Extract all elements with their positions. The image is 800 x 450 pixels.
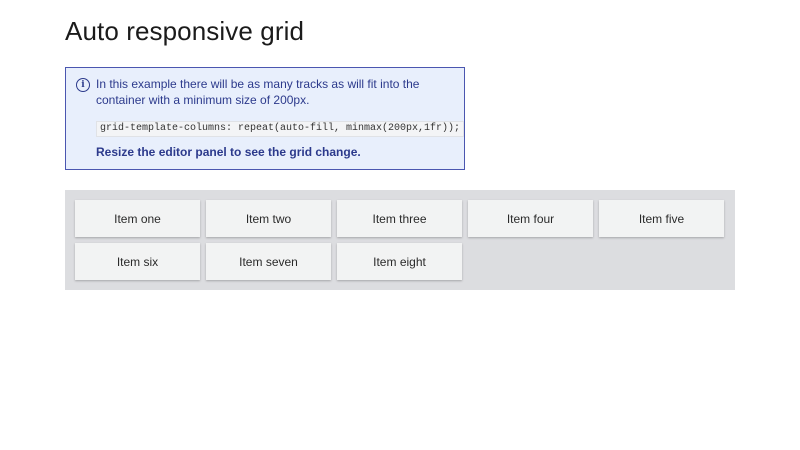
code-snippet: grid-template-columns: repeat(auto-fill,… xyxy=(96,121,465,137)
info-icon: i xyxy=(76,78,90,92)
grid-item-five: Item five xyxy=(599,200,724,237)
grid-item-three: Item three xyxy=(337,200,462,237)
grid-item-two: Item two xyxy=(206,200,331,237)
grid-item-eight: Item eight xyxy=(337,243,462,280)
grid-container: Item one Item two Item three Item four I… xyxy=(65,190,735,290)
grid: Item one Item two Item three Item four I… xyxy=(75,200,724,280)
grid-item-one: Item one xyxy=(75,200,200,237)
info-callout: i In this example there will be as many … xyxy=(65,67,465,170)
callout-description: In this example there will be as many tr… xyxy=(96,77,420,107)
callout-instruction: Resize the editor panel to see the grid … xyxy=(96,145,361,159)
grid-item-four: Item four xyxy=(468,200,593,237)
grid-item-six: Item six xyxy=(75,243,200,280)
page-title: Auto responsive grid xyxy=(65,16,305,46)
grid-item-seven: Item seven xyxy=(206,243,331,280)
